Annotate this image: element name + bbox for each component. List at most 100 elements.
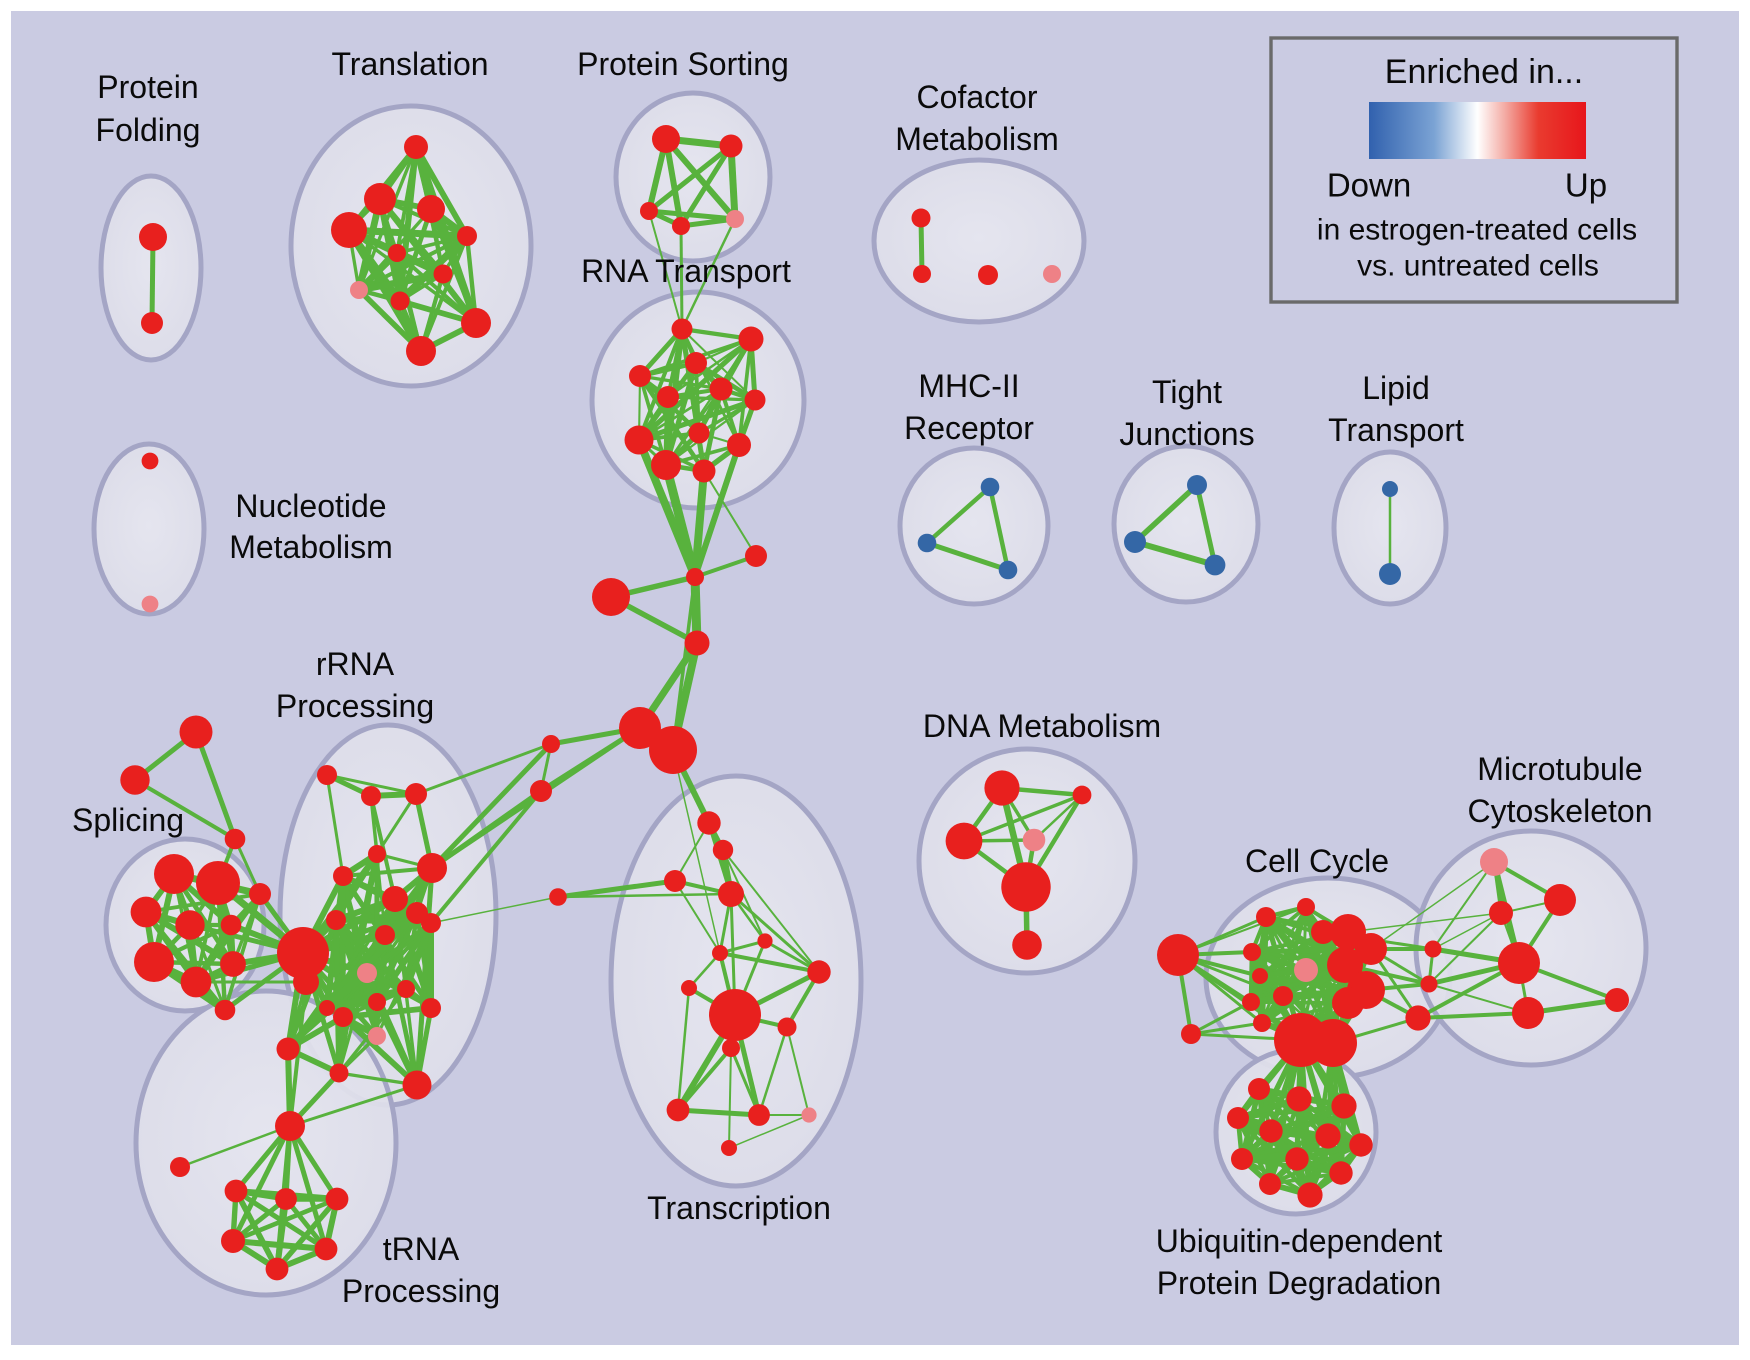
node-tr2 [275,1188,297,1210]
node-t9 [390,291,410,311]
edge-rt12-tk1 [691,470,708,578]
edge-st2-st3 [133,778,237,841]
node-tch [709,989,761,1041]
edge-t5-t6 [396,234,468,255]
node-rt8 [624,425,654,455]
cluster-label-cell-cycle-line1: Cell Cycle [1245,843,1389,879]
node-cm4 [1043,265,1061,283]
node-tkr [745,545,767,567]
edge-tc3-tc5 [674,880,721,954]
node-ub7 [1349,1133,1373,1157]
node-mth [1498,942,1540,984]
cluster-label-rrna-processing-line1: rRNA [316,646,395,682]
edge-ps3-rt1 [648,210,683,330]
node-rt6 [657,386,679,408]
node-tc13 [801,1107,817,1123]
edge-cc2-cc4 [1250,905,1308,954]
edge-tc13-tc14 [728,1114,810,1149]
edge-ps5-rt1 [680,218,737,330]
node-tr3 [325,1187,349,1211]
node-rr4 [333,866,353,886]
node-rt12 [692,459,716,483]
node-tr4 [221,1229,245,1253]
node-ps3 [640,202,658,220]
edge-rt1-rt12 [679,328,707,472]
node-mtp [1480,848,1508,876]
legend: Enriched in... Down Up in estrogen-treat… [1269,36,1679,304]
node-tj1 [1187,475,1207,495]
edge-tl2-rr9 [429,789,543,925]
node-sp3 [130,896,162,928]
node-rr18 [402,1070,432,1100]
edge-tl3-rr9 [430,896,559,924]
edge-tc7-tc11 [676,987,691,1111]
node-tc6 [757,933,773,949]
node-rt7 [744,389,766,411]
node-tc9 [777,1017,797,1037]
node-rr17 [329,1063,349,1083]
node-cc5 [1355,933,1387,965]
node-rt4 [629,365,651,387]
edge-cc14-mtb [1417,1011,1529,1020]
legend-title: Enriched in... [1385,53,1583,91]
edge-t6-t8 [358,234,468,292]
cluster-label-trna-processing-line1: tRNA [383,1231,460,1267]
cluster-ellipse-tight-junctions [1111,443,1261,605]
cluster-label-cofactor-metabolism-line2: Metabolism [895,121,1059,157]
edge-mh1-mh2 [925,485,992,545]
node-t11 [406,336,436,366]
node-ub12 [1297,1182,1323,1208]
legend-box [1269,36,1679,304]
node-sp8 [220,951,246,977]
node-dm1 [984,770,1020,806]
edge-sp3-sp9 [145,892,261,914]
node-rr5 [382,886,408,912]
edge-tj2-tj3 [1134,539,1216,568]
node-st1 [179,715,213,749]
edge-mh1-mh3 [987,486,1011,571]
edge-tc10-tc14 [728,1047,732,1149]
node-rr4b [326,910,346,930]
node-rr11 [368,993,386,1011]
edge-t7-t8 [358,270,444,294]
cluster-label-trna-processing-line2: Processing [342,1273,500,1309]
edge-cc15-mtp [1432,861,1495,950]
cluster-label-ubiquitin-line2: Protein Degradation [1157,1265,1442,1301]
edge-ps4-rt1 [679,225,684,330]
node-tr6 [265,1257,289,1281]
node-ub11 [1259,1173,1281,1195]
node-sp5 [220,914,242,936]
cluster-label-rrna-processing-line2: Processing [276,688,434,724]
node-dm2 [1072,785,1092,805]
node-ps1 [652,125,680,153]
cluster-label-microtubule-cytoskeleton-line1: Microtubule [1477,751,1642,787]
edge-th-tl [179,1124,291,1169]
node-tr5 [314,1237,338,1261]
node-rt9 [688,422,710,444]
edge-tl1-rr3 [415,742,552,796]
edge-tl3-tc3 [557,878,676,900]
edge-cclb-cc12 [1190,1021,1263,1036]
nodes-layer [120,125,1629,1281]
node-t8 [350,281,368,299]
legend-gradient-bar [1369,102,1586,159]
node-rt2 [738,326,764,352]
edge-cc15-mtl [1432,912,1502,950]
edge-tr2-tr6 [273,1198,290,1270]
edge-tc9-tc13 [786,1026,810,1116]
node-tc2 [712,839,734,861]
node-cc3 [1311,920,1335,944]
edge-ub10-ub11 [1269,1171,1342,1186]
node-dm4 [1022,828,1046,852]
node-cm3 [978,265,998,285]
cluster-label-protein-folding-line2: Folding [96,112,201,148]
cluster-label-cofactor-metabolism-line1: Cofactor [917,79,1038,115]
node-tl [170,1157,190,1177]
edge-rr1-rr3 [326,773,417,796]
node-rr1 [317,765,337,785]
node-cclb [1181,1024,1201,1044]
cluster-label-mhc-ii-receptor-line2: Receptor [904,410,1034,446]
node-rr9 [421,913,441,933]
